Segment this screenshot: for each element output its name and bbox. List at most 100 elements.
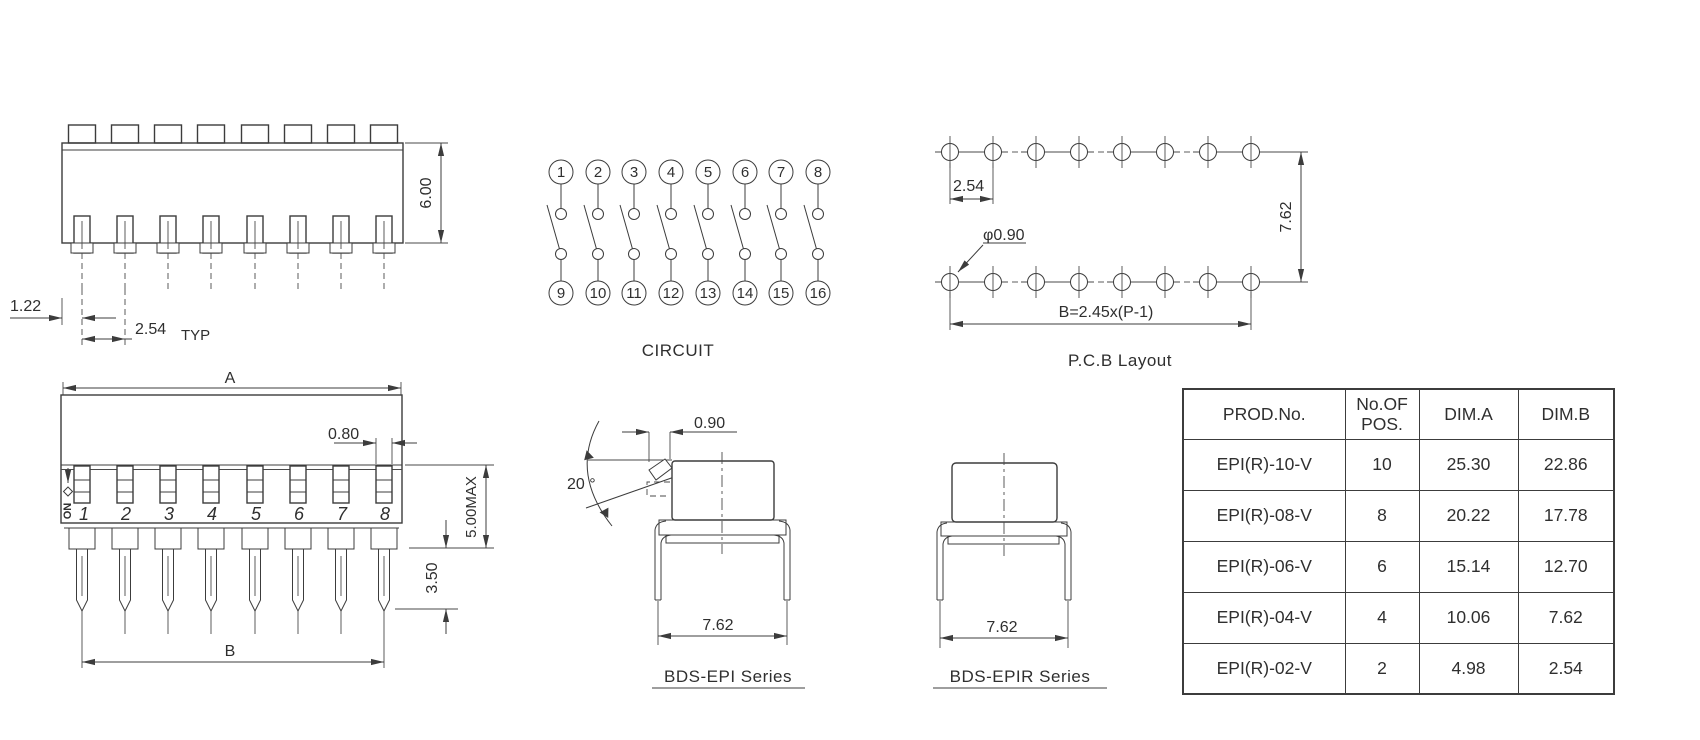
epir-flange-lip bbox=[947, 535, 1060, 545]
circuit-pin-number: 5 bbox=[704, 164, 712, 181]
dim-side-height: 6.00 bbox=[405, 142, 448, 244]
cell-dim-b: 17.78 bbox=[1517, 489, 1615, 542]
position-number: 7 bbox=[337, 504, 348, 524]
circuit-title: CIRCUIT bbox=[642, 341, 714, 360]
dim-pcb-row-span-label: 7.62 bbox=[1278, 201, 1295, 232]
circuit-pin-number: 6 bbox=[741, 164, 749, 181]
circuit-pin-number: 16 bbox=[810, 285, 827, 302]
epir-series-title: BDS-EPIR Series bbox=[950, 667, 1091, 686]
col-header-dim-a: DIM.A bbox=[1418, 388, 1519, 440]
epir-body bbox=[951, 462, 1058, 523]
position-number: 8 bbox=[380, 504, 390, 524]
dim-front-a-label: A bbox=[225, 370, 236, 387]
circuit-pin-number: 8 bbox=[814, 164, 822, 181]
table-row: EPI(R)-06-V 6 15.14 12.70 bbox=[1182, 540, 1615, 593]
cell-dim-b: 7.62 bbox=[1517, 591, 1615, 644]
dim-pcb-span-formula: B=2.45x(P-1) bbox=[949, 292, 1252, 330]
circuit-pin-number: 14 bbox=[737, 285, 754, 302]
spec-table-header-row: PROD.No. No.OF POS. DIM.A DIM.B bbox=[1182, 388, 1615, 440]
dim-front-body-height: 5.00MAX bbox=[405, 464, 494, 549]
circuit-pin-number: 12 bbox=[663, 285, 680, 302]
circuit-pin-number: 10 bbox=[590, 285, 607, 302]
side-view-top-tabs bbox=[67, 124, 399, 144]
epir-pins bbox=[936, 522, 1072, 601]
front-view-on-marking: ON bbox=[62, 468, 74, 519]
table-row: EPI(R)-02-V 2 4.98 2.54 bbox=[1182, 642, 1615, 695]
dim-front-pin-length: 3.50 bbox=[395, 520, 458, 634]
cell-positions: 2 bbox=[1344, 642, 1420, 695]
dim-pcb-hole-dia-label: φ0.90 bbox=[983, 227, 1025, 244]
position-number: 6 bbox=[294, 504, 305, 524]
cell-positions: 10 bbox=[1344, 438, 1420, 491]
dim-epi-pin-span-label: 7.62 bbox=[702, 617, 733, 634]
epi-side-view: 0.90 20 ° 7.62 bbox=[567, 415, 805, 689]
dim-front-actuator-width: 0.80 bbox=[328, 426, 417, 464]
cell-dim-a: 4.98 bbox=[1418, 642, 1519, 695]
epi-body bbox=[671, 460, 775, 521]
cell-positions: 6 bbox=[1344, 540, 1420, 593]
cell-prod-no: EPI(R)-04-V bbox=[1182, 591, 1346, 644]
circuit-pin-number: 2 bbox=[594, 164, 602, 181]
dim-epi-protrusion: 0.90 bbox=[622, 415, 737, 462]
side-view: 6.00 1.22 2.54 TYP bbox=[10, 124, 448, 345]
cell-positions: 4 bbox=[1344, 591, 1420, 644]
dim-front-b-label: B bbox=[225, 643, 236, 660]
circuit-pin-number: 13 bbox=[700, 285, 717, 302]
side-view-pins bbox=[70, 215, 396, 289]
dim-front-body-height-label: 5.00MAX bbox=[463, 476, 480, 538]
circuit-diagram: 1 2 3 4 5 6 7 8 9 10 11 12 13 14 15 16 C… bbox=[546, 159, 831, 360]
circuit-pin-number: 1 bbox=[557, 164, 565, 181]
circuit-pin-numbers-bottom: 9 10 11 12 13 14 15 16 bbox=[557, 285, 827, 302]
circuit-pin-number: 9 bbox=[557, 285, 565, 302]
epi-flange-lip bbox=[665, 534, 780, 544]
pcb-hole-row-bottom bbox=[941, 266, 1260, 298]
cell-prod-no: EPI(R)-10-V bbox=[1182, 438, 1346, 491]
pcb-hole-row-top bbox=[941, 136, 1260, 168]
spec-table: PROD.No. No.OF POS. DIM.A DIM.B EPI(R)-1… bbox=[1182, 388, 1615, 695]
position-number: 2 bbox=[120, 504, 131, 524]
circuit-switch-column bbox=[546, 159, 831, 306]
circuit-pin-number: 4 bbox=[667, 164, 675, 181]
cell-prod-no: EPI(R)-02-V bbox=[1182, 642, 1346, 695]
circuit-pin-numbers-top: 1 2 3 4 5 6 7 8 bbox=[557, 164, 822, 181]
dim-side-offset-label: 1.22 bbox=[10, 298, 41, 315]
dim-side-pitch-label: 2.54 bbox=[135, 321, 166, 338]
col-header-no-of-pos: No.OF POS. bbox=[1344, 388, 1420, 440]
circuit-pin-number: 3 bbox=[630, 164, 638, 181]
dim-pcb-hole-dia: φ0.90 bbox=[957, 227, 1026, 273]
pcb-title: P.C.B Layout bbox=[1068, 351, 1172, 370]
on-label: ON bbox=[62, 503, 74, 520]
epi-pins bbox=[654, 520, 791, 601]
dim-pcb-pitch: 2.54 bbox=[949, 163, 994, 204]
dim-front-actuator-width-label: 0.80 bbox=[328, 426, 359, 443]
cell-prod-no: EPI(R)-08-V bbox=[1182, 489, 1346, 542]
circuit-pin-number: 7 bbox=[777, 164, 785, 181]
front-view-body bbox=[60, 394, 403, 524]
pcb-layout: 2.54 φ0.90 7.62 B=2.45x(P-1) P.C.B Layou… bbox=[935, 136, 1308, 370]
dim-pcb-pitch-label: 2.54 bbox=[953, 178, 984, 195]
epi-actuator-dashed bbox=[646, 481, 670, 497]
col-header-prod-no: PROD.No. bbox=[1182, 388, 1346, 440]
position-number: 3 bbox=[164, 504, 174, 524]
cell-dim-a: 10.06 bbox=[1418, 591, 1519, 644]
dim-epi-angle-label: 20 ° bbox=[567, 476, 596, 493]
cell-dim-b: 12.70 bbox=[1517, 540, 1615, 593]
diamond-icon bbox=[62, 486, 74, 497]
pcb-row-centerlines bbox=[935, 151, 1266, 283]
dim-epi-angle: 20 ° bbox=[567, 420, 613, 527]
dim-front-b: B bbox=[81, 634, 385, 668]
epi-actuator bbox=[648, 458, 673, 481]
dim-front-a: A bbox=[62, 370, 402, 395]
front-view: A 1 2 3 4 5 6 7 8 bbox=[60, 370, 494, 668]
dim-front-pin-length-label: 3.50 bbox=[424, 562, 441, 593]
cell-dim-a: 25.30 bbox=[1418, 438, 1519, 491]
col-header-dim-b: DIM.B bbox=[1517, 388, 1615, 440]
dim-side-pitch-suffix: TYP bbox=[181, 327, 210, 344]
position-number: 4 bbox=[207, 504, 217, 524]
dim-pcb-span-formula-label: B=2.45x(P-1) bbox=[1059, 304, 1154, 321]
table-row: EPI(R)-04-V 4 10.06 7.62 bbox=[1182, 591, 1615, 644]
table-row: EPI(R)-08-V 8 20.22 17.78 bbox=[1182, 489, 1615, 542]
cell-dim-b: 2.54 bbox=[1517, 642, 1615, 695]
front-view-pins bbox=[68, 527, 398, 634]
dim-epi-protrusion-label: 0.90 bbox=[694, 415, 725, 432]
